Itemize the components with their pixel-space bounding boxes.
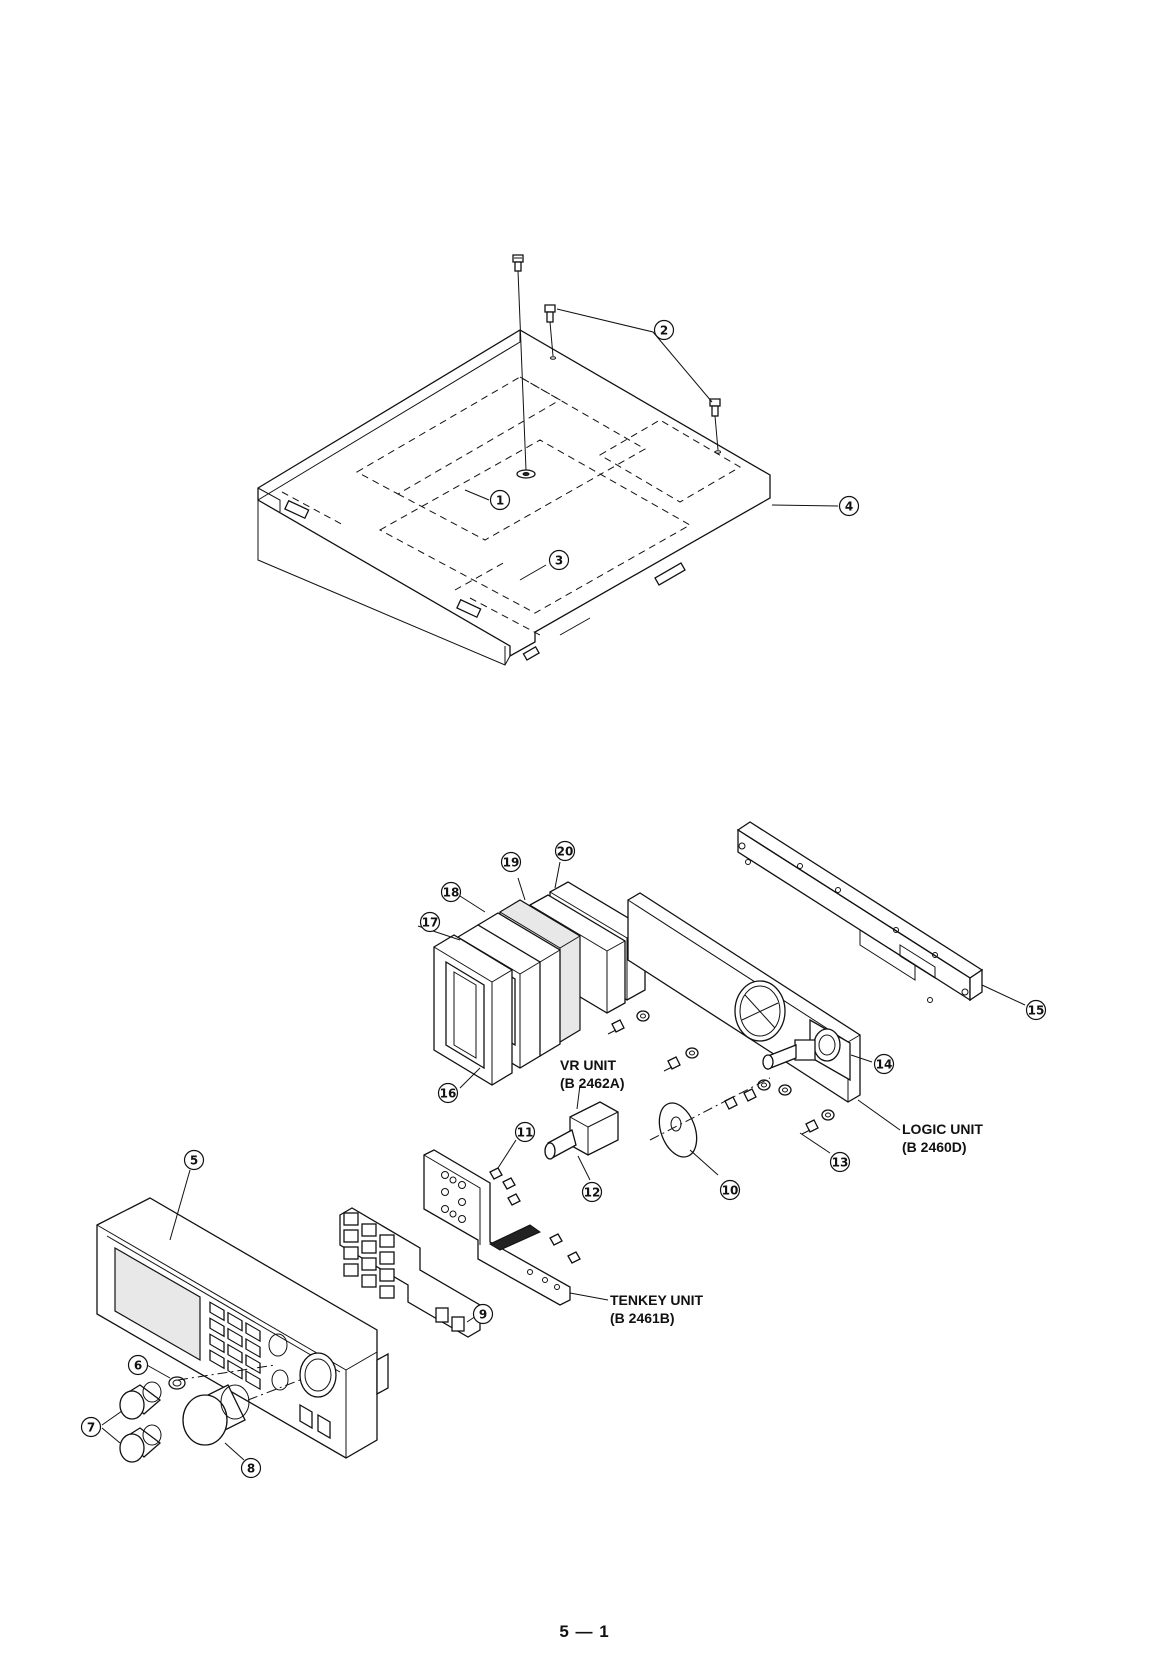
callout-12: 12 (584, 1186, 601, 1200)
callout-13: 13 (832, 1156, 849, 1170)
top-cover (258, 330, 770, 656)
callout-16: 16 (440, 1087, 457, 1101)
callout-4: 4 (845, 500, 853, 514)
lcd-frames (434, 900, 580, 1085)
callout-2: 2 (660, 324, 668, 338)
callout-7: 7 (87, 1421, 95, 1435)
exploded-parts-diagram: 1 2 3 4 (0, 0, 1169, 1610)
callout-10: 10 (722, 1184, 739, 1198)
page-number: 5 — 1 (0, 1622, 1169, 1642)
callout-6: 6 (134, 1359, 142, 1373)
vr-unit (545, 1085, 618, 1159)
vr-unit-code: (B 2462A) (560, 1075, 625, 1091)
callout-3: 3 (555, 554, 563, 568)
tenkey-unit-name: TENKEY UNIT (610, 1292, 704, 1308)
logic-board (628, 893, 860, 1102)
callout-8: 8 (247, 1462, 255, 1476)
callout-15: 15 (1028, 1004, 1045, 1018)
callout-20: 20 (557, 845, 574, 859)
cover-assembly: 1 2 3 4 (258, 255, 859, 665)
callout-1: 1 (496, 494, 504, 508)
screw-1 (513, 255, 526, 470)
tenkey-unit-code: (B 2461B) (610, 1310, 675, 1326)
callout-19: 19 (503, 856, 520, 870)
logic-unit-name: LOGIC UNIT (902, 1121, 983, 1137)
callout-5: 5 (190, 1154, 198, 1168)
tenkey-pcb (424, 1150, 580, 1305)
rear-panel (738, 822, 982, 1003)
callout-18: 18 (443, 886, 460, 900)
callout-14: 14 (876, 1058, 893, 1072)
callout-9: 9 (479, 1308, 487, 1322)
logic-unit-code: (B 2460D) (902, 1139, 967, 1155)
callout-11: 11 (517, 1126, 534, 1140)
callout-17: 17 (422, 916, 439, 930)
screw-2a (545, 305, 555, 356)
front-panel-assembly: 17 18 19 20 16 15 14 13 11 12 10 5 9 6 7… (82, 822, 1046, 1478)
vr-unit-name: VR UNIT (560, 1057, 616, 1073)
